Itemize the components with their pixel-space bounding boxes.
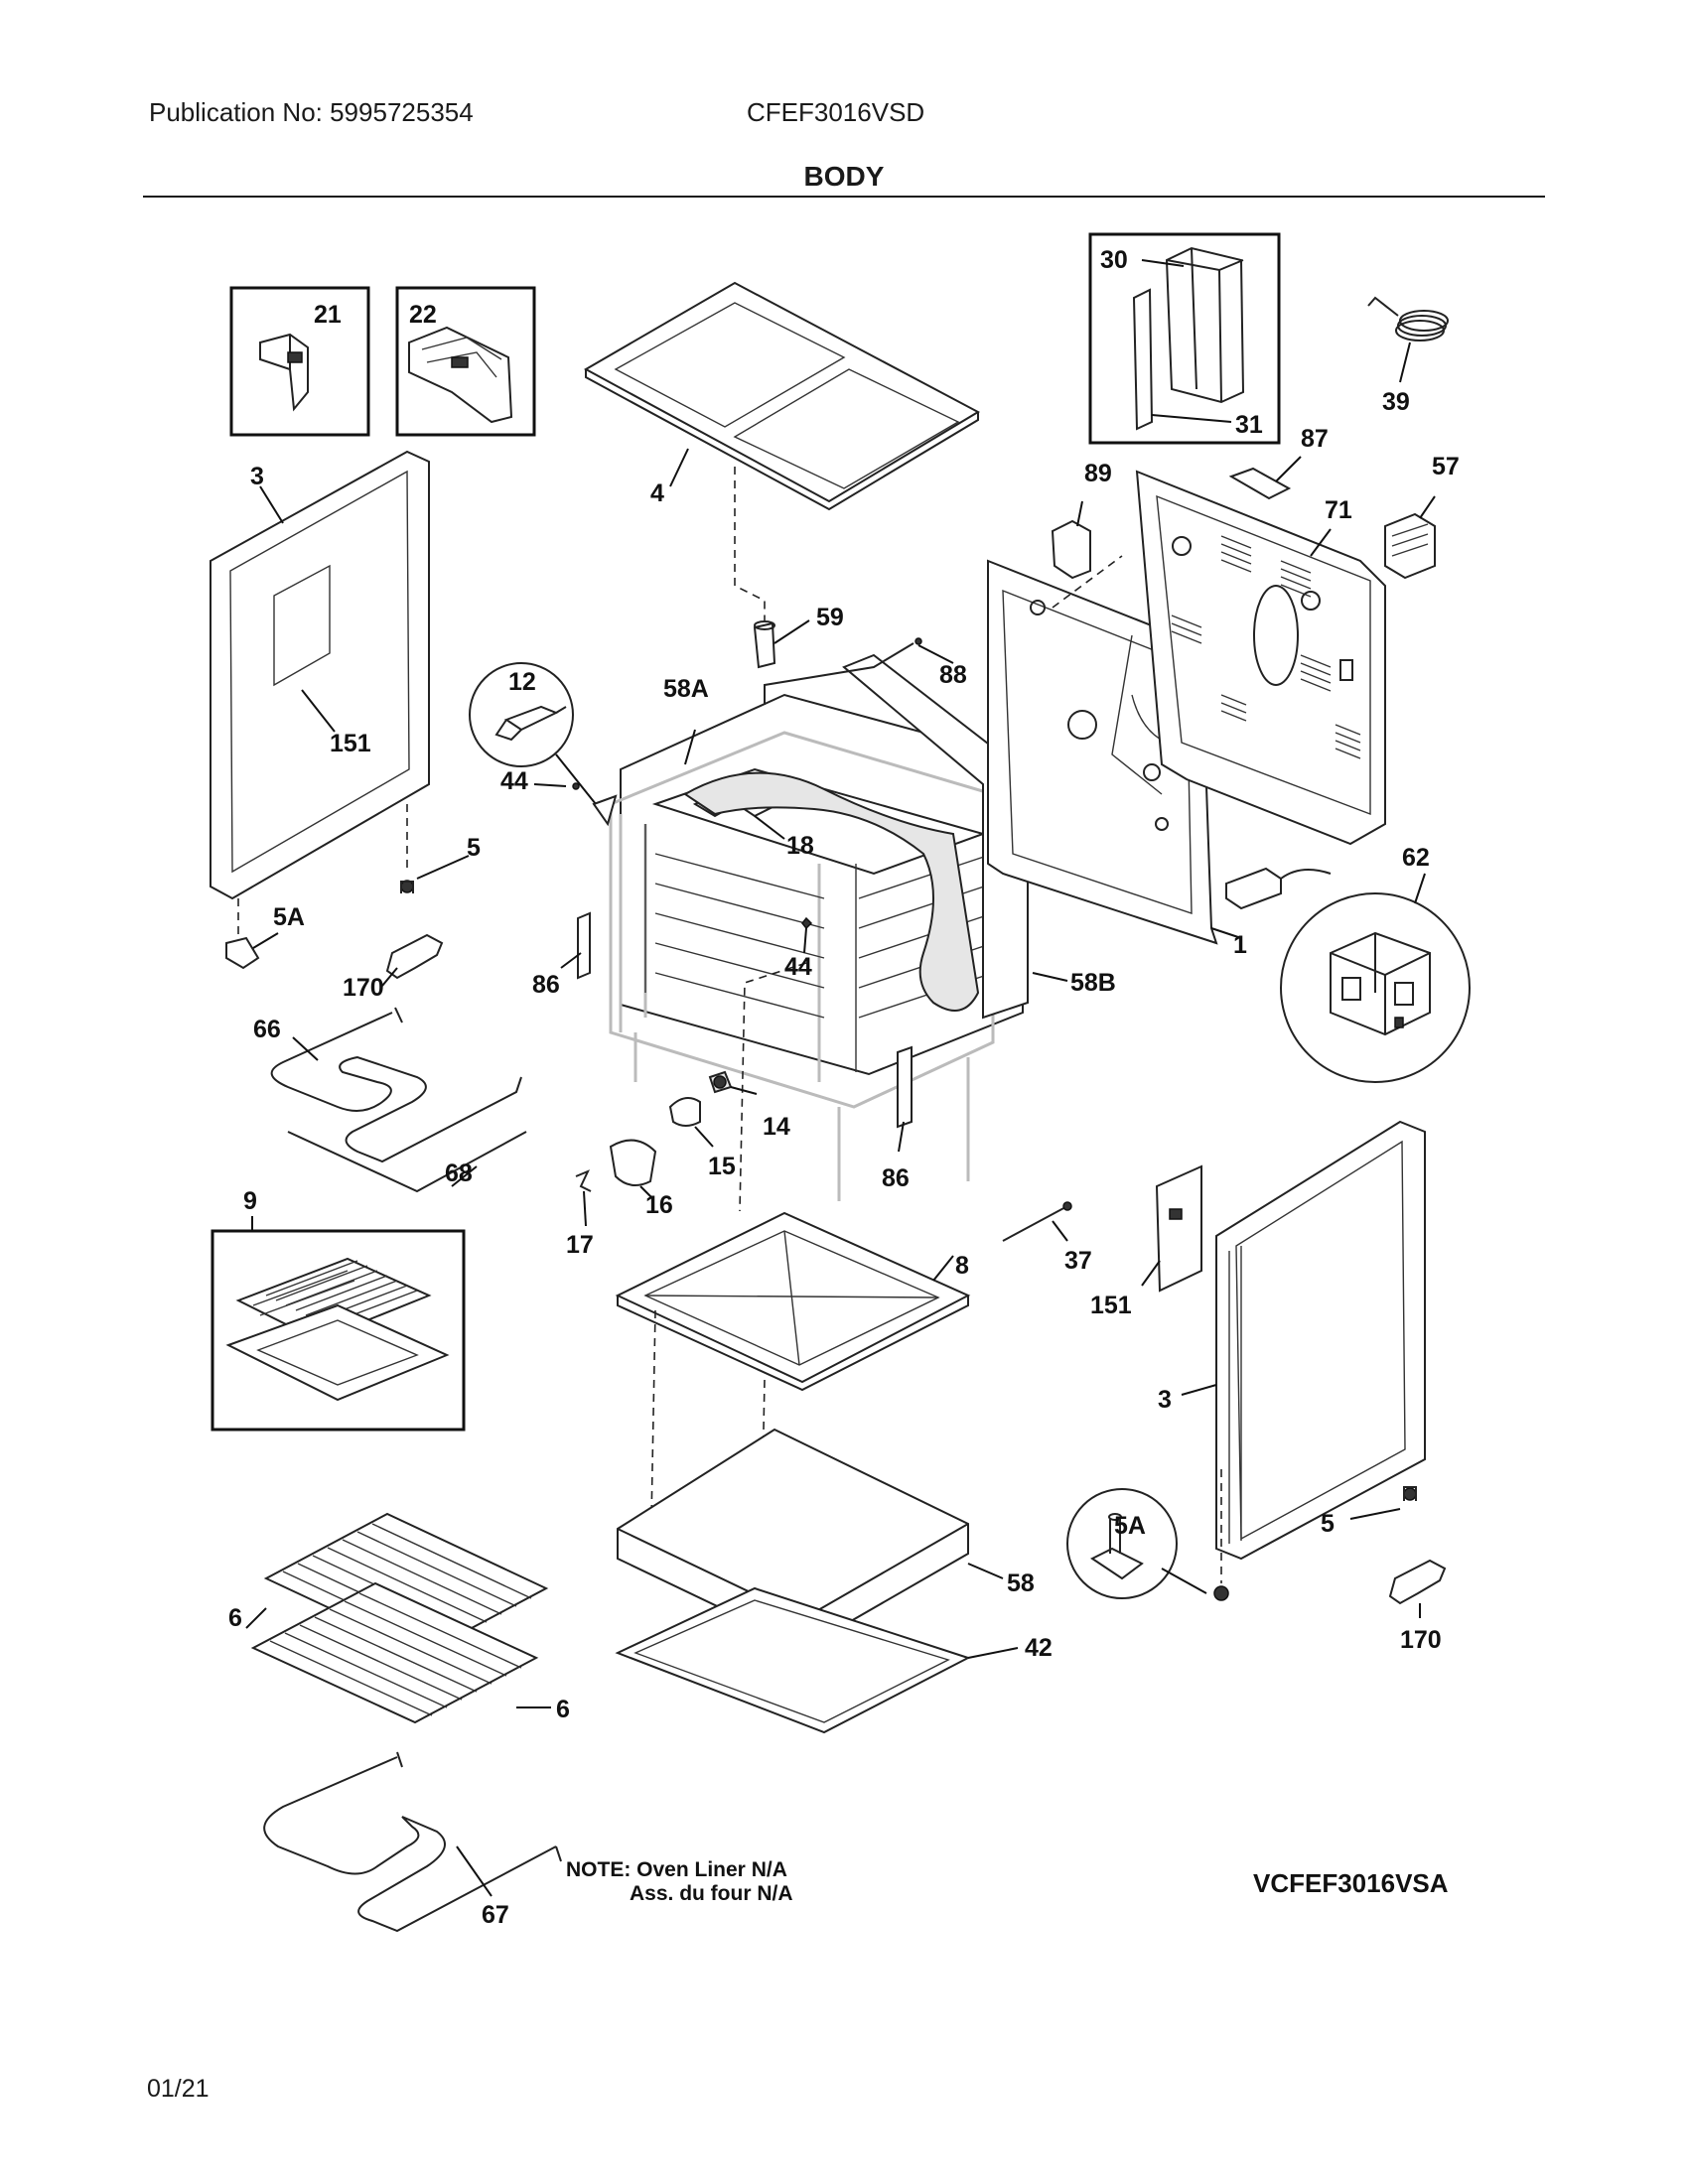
callout-58a: 58A bbox=[663, 675, 709, 703]
part-67-bake-element bbox=[263, 1751, 562, 1933]
part-6-oven-racks bbox=[245, 1512, 551, 1724]
header-rule bbox=[143, 196, 1545, 198]
callout-59: 59 bbox=[816, 604, 844, 631]
callout-57: 57 bbox=[1432, 453, 1460, 480]
callout-86-bottom: 86 bbox=[882, 1164, 910, 1192]
part-87-89-57 bbox=[1051, 456, 1436, 580]
publication-number: Publication No: 5995725354 bbox=[149, 97, 474, 127]
callout-4: 4 bbox=[650, 479, 664, 507]
callout-1: 1 bbox=[1233, 931, 1247, 959]
callout-68: 68 bbox=[445, 1160, 473, 1187]
callout-5a-right: 5A bbox=[1114, 1512, 1146, 1540]
callout-86-top: 86 bbox=[532, 971, 560, 999]
part-58b-insulation bbox=[683, 653, 1068, 1020]
callout-6-bottom: 6 bbox=[556, 1696, 570, 1723]
callout-9: 9 bbox=[243, 1187, 257, 1215]
callout-71: 71 bbox=[1325, 496, 1352, 524]
part-71-rear-panel bbox=[1135, 470, 1386, 846]
callout-15: 15 bbox=[708, 1153, 736, 1180]
callout-labels: 21 22 30 31 39 3 4 87 57 89 71 59 12 58A… bbox=[228, 246, 1460, 1929]
part-66-broil-element bbox=[270, 1007, 527, 1193]
callout-89: 89 bbox=[1084, 460, 1112, 487]
callout-151-right: 151 bbox=[1090, 1292, 1132, 1319]
callout-3-left: 3 bbox=[250, 463, 264, 490]
callout-44-mid: 44 bbox=[784, 953, 812, 981]
note-line-2: Ass. du four N/A bbox=[630, 1882, 793, 1905]
callout-39: 39 bbox=[1382, 388, 1410, 416]
callout-58: 58 bbox=[1007, 1570, 1035, 1597]
callout-37: 37 bbox=[1064, 1247, 1092, 1275]
callout-67: 67 bbox=[482, 1901, 509, 1929]
part-62-terminal-block bbox=[1225, 867, 1471, 1083]
part-3-left-side-panel bbox=[210, 450, 470, 987]
callout-8: 8 bbox=[955, 1252, 969, 1280]
callout-17: 17 bbox=[566, 1231, 594, 1259]
section-title: BODY bbox=[803, 161, 885, 192]
callout-58b: 58B bbox=[1070, 969, 1116, 997]
part-5a-leveling-leg bbox=[1066, 1486, 1447, 1618]
part-37-element bbox=[1002, 1201, 1072, 1242]
revision-date: 01/21 bbox=[147, 2075, 210, 2103]
callout-21: 21 bbox=[314, 301, 342, 329]
callout-170-right: 170 bbox=[1400, 1626, 1442, 1654]
callout-151-left: 151 bbox=[330, 730, 371, 757]
diagram-reference-code: VCFEF3016VSA bbox=[1253, 1868, 1449, 1898]
callout-5a-left: 5A bbox=[273, 903, 305, 931]
part-12-oven-light bbox=[469, 662, 618, 827]
callout-3-right: 3 bbox=[1158, 1386, 1172, 1414]
callout-30: 30 bbox=[1100, 246, 1128, 274]
callout-42: 42 bbox=[1025, 1634, 1053, 1662]
callout-6-top: 6 bbox=[228, 1604, 242, 1632]
callout-170-left: 170 bbox=[343, 974, 384, 1002]
model-number: CFEF3016VSD bbox=[747, 97, 925, 127]
callout-12: 12 bbox=[508, 668, 536, 696]
part-3-right-side-panel bbox=[1141, 1120, 1426, 1601]
note-line-1: NOTE: Oven Liner N/A bbox=[566, 1858, 787, 1881]
callout-66: 66 bbox=[253, 1016, 281, 1043]
callout-16: 16 bbox=[645, 1191, 673, 1219]
callout-5-left: 5 bbox=[467, 834, 481, 862]
callout-14: 14 bbox=[763, 1113, 790, 1141]
part-8-oven-bottom bbox=[615, 1211, 971, 1629]
callout-18: 18 bbox=[786, 832, 814, 860]
callout-22: 22 bbox=[409, 301, 437, 329]
callout-87: 87 bbox=[1301, 425, 1329, 453]
callout-5-right: 5 bbox=[1321, 1510, 1335, 1538]
part-42-oven-floor bbox=[615, 1586, 1019, 1734]
part-14-15-16-17-lamp-parts bbox=[575, 1070, 758, 1227]
callout-31: 31 bbox=[1235, 411, 1263, 439]
part-39-power-cord bbox=[1367, 296, 1449, 383]
part-9-broiler-pan bbox=[211, 1216, 466, 1432]
part-21-inset bbox=[229, 286, 370, 437]
part-4-top-panel bbox=[583, 281, 981, 620]
part-86-brackets bbox=[560, 911, 913, 1153]
part-30-31-inset bbox=[1088, 232, 1281, 445]
callout-62: 62 bbox=[1402, 844, 1430, 872]
part-59-88 bbox=[753, 619, 954, 705]
callout-44-top: 44 bbox=[500, 767, 528, 795]
part-22-inset bbox=[395, 286, 536, 437]
callout-88: 88 bbox=[939, 661, 967, 689]
